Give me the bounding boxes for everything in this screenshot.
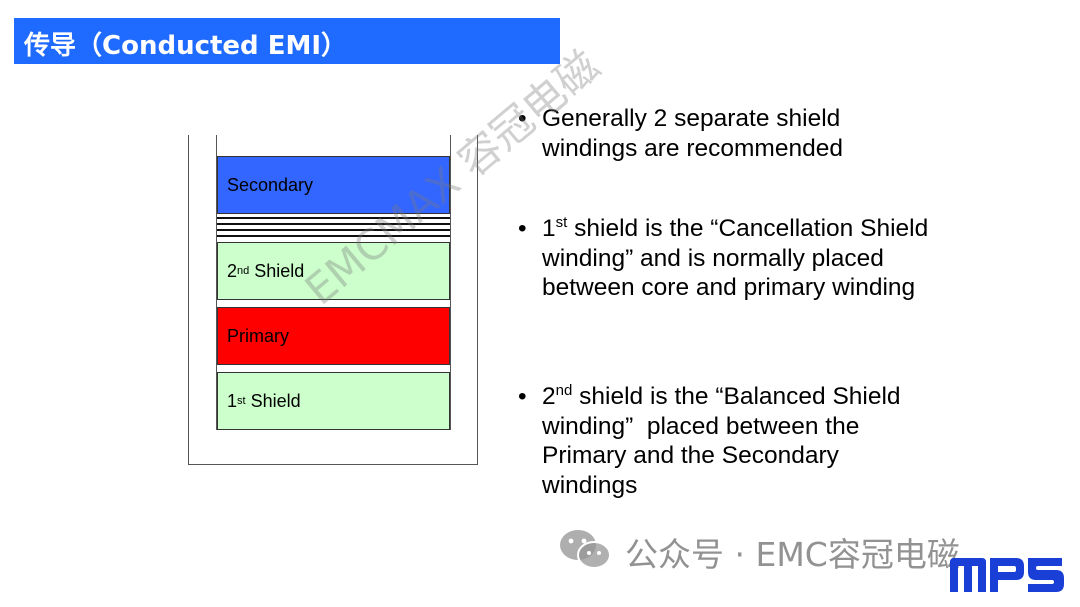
bullet-text: Generally 2 separate shield windings are… — [542, 104, 937, 163]
bullet-1-text: Generally 2 separate shield windings are… — [542, 105, 843, 162]
page-title: 传导（Conducted EMI） — [24, 31, 348, 61]
bullet-text: 1st shield is the “Cancellation Shield w… — [542, 214, 937, 303]
layer-primary: Primary — [217, 307, 450, 365]
bullet-3-sup: nd — [555, 381, 573, 399]
insulation-stripe — [217, 229, 450, 231]
bullet-3-num: 2 — [542, 383, 556, 410]
layer-secondary-label: Secondary — [227, 174, 314, 195]
bullet-text: 2nd shield is the “Balanced Shield windi… — [542, 382, 937, 500]
bullet-2-sup: st — [555, 213, 568, 231]
insulation-stripe — [217, 223, 450, 225]
bullet-2-text: shield is the “Cancellation Shield windi… — [542, 215, 929, 301]
layer-shield-1-label: Shield — [245, 390, 301, 411]
insulation-stripe — [217, 235, 450, 237]
layer-shield-2-label: Shield — [249, 260, 305, 281]
layer-secondary: Secondary — [217, 156, 450, 214]
footer-watermark: 公众号 · EMC容冠电磁 — [625, 535, 960, 574]
layer-shield-1-num: 1 — [227, 390, 238, 411]
layer-shield-2-num: 2 — [227, 260, 238, 281]
bullet-dot: • — [518, 383, 527, 410]
bullet-dot: • — [518, 215, 527, 242]
bullet-2-num: 1 — [542, 215, 556, 242]
mps-logo — [950, 558, 1064, 592]
insulation-stripe — [217, 217, 450, 219]
layer-primary-label: Primary — [227, 325, 289, 346]
bullet-3-text: shield is the “Balanced Shield winding” … — [542, 383, 908, 499]
core-frame — [188, 135, 478, 465]
title-bar: 传导（Conducted EMI） — [14, 18, 560, 64]
bullet-dot: • — [518, 105, 527, 132]
wechat-icon — [560, 530, 611, 569]
